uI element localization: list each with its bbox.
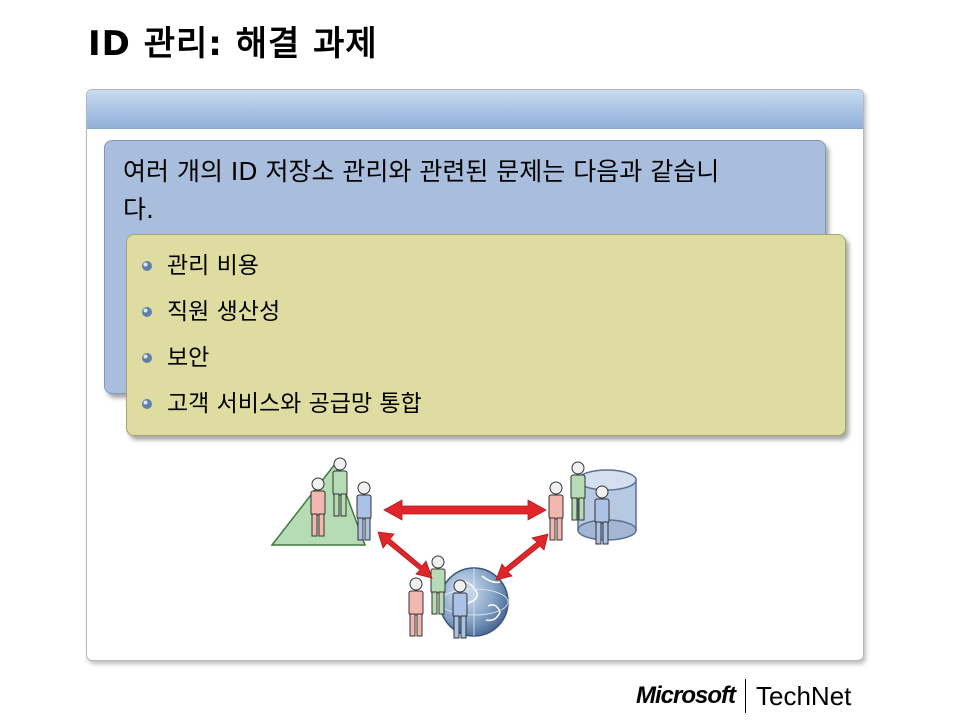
logo-divider: [745, 679, 746, 713]
bullet-icon: [142, 399, 152, 409]
list-item-text: 고객 서비스와 공급망 통합: [167, 391, 422, 417]
identity-store-diagram: [270, 457, 637, 639]
microsoft-logo: Microsoft: [636, 682, 736, 709]
double-arrow-icon: [495, 533, 549, 581]
frame-header-bar: [87, 90, 863, 129]
bullet-icon: [142, 353, 152, 363]
technet-wordmark: TechNet: [756, 680, 852, 711]
slide-title: ID 관리: 해결 과제: [88, 24, 378, 64]
double-arrow-icon: [377, 531, 433, 579]
list-item: 보안: [141, 341, 422, 387]
footer-logo: Microsoft TechNet: [636, 676, 851, 716]
challenge-list: 관리 비용 직원 생산성 보안 고객 서비스와 공급망 통합: [141, 249, 422, 433]
list-item: 직원 생산성: [141, 295, 422, 341]
list-item-text: 보안: [167, 345, 210, 371]
list-item: 고객 서비스와 공급망 통합: [141, 387, 422, 433]
intro-heading: 여러 개의 ID 저장소 관리와 관련된 문제는 다음과 같습니다.: [123, 157, 720, 224]
challenge-list-box: 관리 비용 직원 생산성 보안 고객 서비스와 공급망 통합: [126, 234, 846, 436]
list-item: 관리 비용: [141, 249, 422, 295]
double-arrow-icon: [383, 499, 547, 521]
bullet-icon: [142, 307, 152, 317]
list-item-text: 직원 생산성: [167, 299, 281, 325]
list-item-text: 관리 비용: [167, 253, 259, 279]
bullet-icon: [142, 261, 152, 271]
